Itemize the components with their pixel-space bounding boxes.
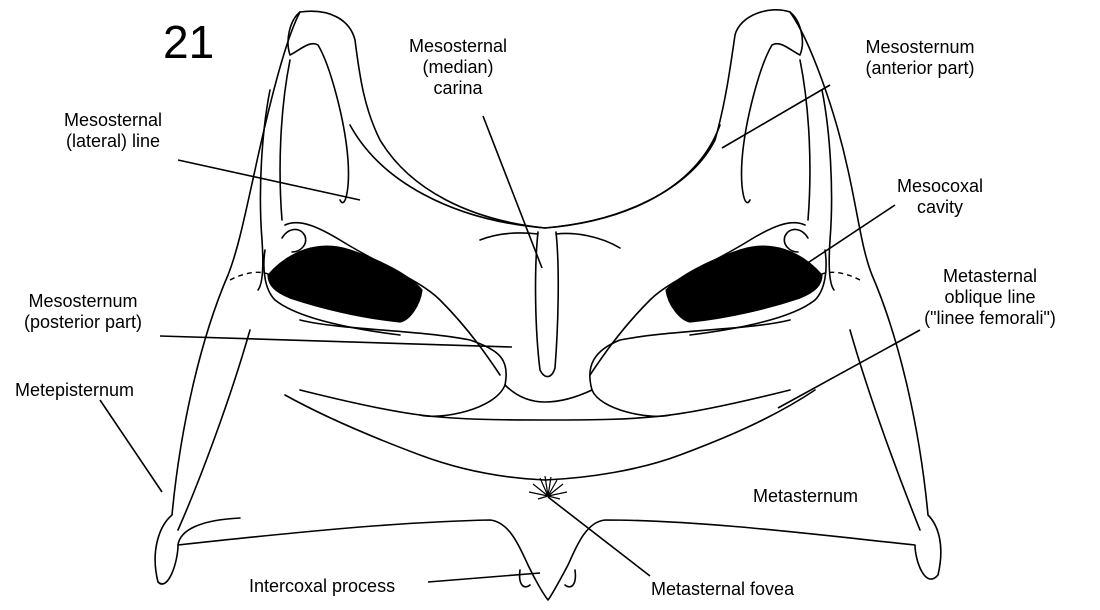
mesosternal-carina [536, 232, 559, 377]
intercoxal-process-right [565, 570, 575, 587]
label-mesosternal-lateral-line: Mesosternal (lateral) line [28, 110, 198, 152]
label-metepisternum: Metepisternum [15, 380, 134, 401]
metepisternum-inner-line [178, 330, 250, 530]
label-line: Mesocoxal [880, 176, 1000, 197]
label-line: Mesosternal [28, 110, 198, 131]
label-metasternum: Metasternum [753, 486, 858, 507]
label-line: (median) [378, 57, 538, 78]
left-inner-fold-2 [280, 60, 290, 220]
label-line: oblique line [895, 287, 1085, 308]
label-line: cavity [880, 197, 1000, 218]
left-condyle [282, 229, 306, 252]
leader-metasternal-fovea [548, 497, 650, 576]
left-posterior-coxa [300, 320, 506, 416]
left-mesocoxal-cavity [268, 246, 422, 322]
mesometasternal-suture [420, 415, 670, 420]
leader-intercoxal-process [428, 573, 540, 582]
right-oblique-line [545, 390, 815, 480]
leader-mesosternal-carina [483, 116, 542, 268]
label-line: (lateral) line [28, 131, 198, 152]
mesosternum-posterior-margin [505, 385, 592, 402]
carina-right-arm [556, 234, 620, 248]
metepisternum-inner-line-right [850, 330, 920, 530]
label-line: (anterior part) [820, 58, 1020, 79]
label-line: Mesosternum [820, 37, 1020, 58]
label-line: carina [378, 78, 538, 99]
left-oblique-line [285, 395, 545, 480]
label-mesosternum-posterior: Mesosternum (posterior part) [3, 291, 163, 333]
label-mesosternum-anterior: Mesosternum (anterior part) [820, 37, 1020, 79]
mesosternum-anterior-margin [350, 125, 720, 228]
label-mesocoxal-cavity: Mesocoxal cavity [880, 176, 1000, 218]
label-line: Mesosternum [3, 291, 163, 312]
left-anterior-lobe [288, 12, 348, 203]
label-line: Metasternal [895, 266, 1085, 287]
leader-metasternal-oblique-line [778, 330, 920, 408]
right-inner-fold-2 [800, 60, 810, 220]
leader-mesocoxal-cavity [782, 205, 895, 280]
label-line: (posterior part) [3, 312, 163, 333]
leader-mesosternum-anterior [722, 85, 830, 148]
label-metasternal-fovea: Metasternal fovea [651, 579, 794, 600]
leader-metepisternum [100, 400, 162, 492]
figure-number: 21 [163, 17, 214, 67]
label-metasternal-oblique-line: Metasternal oblique line ("linee femoral… [895, 266, 1085, 329]
intercoxal-process-left [520, 570, 530, 587]
right-inner-fold [822, 90, 834, 290]
label-intercoxal-process: Intercoxal process [249, 576, 395, 597]
label-line: ("linee femorali") [895, 308, 1085, 329]
label-mesosternal-carina: Mesosternal (median) carina [378, 36, 538, 99]
label-line: Mesosternal [378, 36, 538, 57]
right-condyle [784, 229, 808, 252]
leader-mesosternal-lateral-line [178, 160, 360, 200]
